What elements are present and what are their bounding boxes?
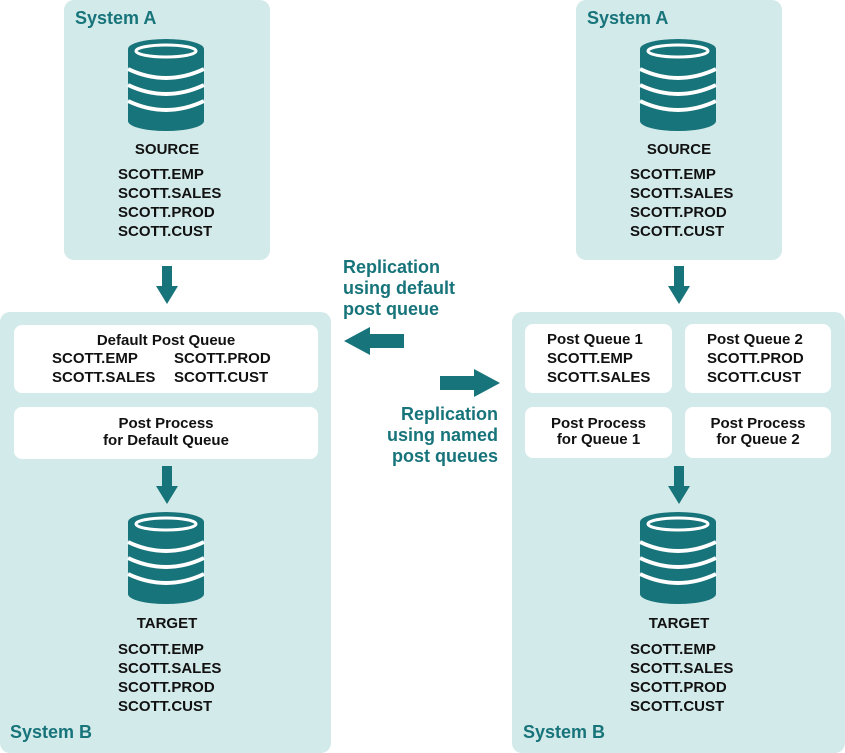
process-line: for Queue 1 bbox=[556, 431, 641, 448]
right-system-b-label: System B bbox=[523, 722, 606, 742]
left-target-label: TARGET bbox=[136, 615, 198, 632]
table-name: SCOTT.CUST bbox=[630, 223, 725, 240]
queue-title: Default Post Queue bbox=[96, 332, 236, 349]
right-target-label: TARGET bbox=[648, 615, 710, 632]
table-name: SCOTT.SALES bbox=[118, 185, 222, 202]
arrow-down-icon bbox=[156, 266, 178, 304]
caption-line: post queues bbox=[391, 446, 498, 466]
queue-table: SCOTT.PROD bbox=[707, 350, 804, 367]
table-name: SCOTT.CUST bbox=[118, 698, 213, 715]
caption-line: Replication bbox=[400, 404, 498, 424]
left-system-b-label: System B bbox=[10, 722, 93, 742]
queue-table: SCOTT.CUST bbox=[174, 369, 269, 386]
default-post-queue-box: Default Post Queue SCOTT.EMP SCOTT.SALES… bbox=[14, 325, 318, 393]
named-queues-caption: Replication using named post queues bbox=[360, 404, 498, 467]
left-target-tables: SCOTT.EMP SCOTT.SALES SCOTT.PROD SCOTT.C… bbox=[118, 640, 221, 716]
arrow-down-icon bbox=[156, 466, 178, 504]
post-process-queue-2-box: Post Process for Queue 2 bbox=[685, 407, 831, 458]
table-name: SCOTT.CUST bbox=[118, 223, 213, 240]
process-line: Post Process bbox=[550, 415, 647, 432]
table-name: SCOTT.PROD bbox=[630, 679, 727, 696]
process-line: Post Process bbox=[118, 415, 214, 432]
queue-table: SCOTT.CUST bbox=[707, 369, 802, 386]
table-name: SCOTT.EMP bbox=[630, 166, 716, 183]
arrow-left-icon bbox=[344, 327, 404, 355]
arrow-right-icon bbox=[440, 369, 500, 397]
table-name: SCOTT.SALES bbox=[630, 660, 734, 677]
table-name: SCOTT.PROD bbox=[630, 204, 727, 221]
right-source-label: SOURCE bbox=[646, 141, 712, 158]
post-process-default-box: Post Process for Default Queue bbox=[14, 407, 318, 459]
queue-table: SCOTT.EMP bbox=[52, 350, 138, 367]
post-process-queue-1-box: Post Process for Queue 1 bbox=[525, 407, 672, 458]
process-line: Post Process bbox=[710, 415, 806, 432]
post-queue-1-box: Post Queue 1 SCOTT.EMP SCOTT.SALES bbox=[525, 324, 672, 393]
caption-line: using named bbox=[386, 425, 498, 445]
table-name: SCOTT.PROD bbox=[118, 679, 215, 696]
database-icon bbox=[639, 512, 717, 604]
queue-table: SCOTT.EMP bbox=[547, 350, 633, 367]
table-name: SCOTT.EMP bbox=[630, 641, 716, 658]
table-name: SCOTT.EMP bbox=[118, 166, 204, 183]
right-target-tables: SCOTT.EMP SCOTT.SALES SCOTT.PROD SCOTT.C… bbox=[630, 640, 733, 716]
caption-line: using default bbox=[343, 278, 455, 298]
arrow-down-icon bbox=[668, 466, 690, 504]
post-queue-2-box: Post Queue 2 SCOTT.PROD SCOTT.CUST bbox=[685, 324, 831, 393]
database-icon bbox=[639, 39, 717, 131]
table-name: SCOTT.PROD bbox=[118, 204, 215, 221]
database-icon bbox=[127, 512, 205, 604]
right-system-a-label: System A bbox=[587, 8, 669, 28]
queue-title: Post Queue 2 bbox=[707, 331, 803, 348]
table-name: SCOTT.SALES bbox=[630, 185, 734, 202]
process-line: for Queue 2 bbox=[716, 431, 800, 448]
queue-table: SCOTT.PROD bbox=[174, 350, 271, 367]
table-name: SCOTT.SALES bbox=[118, 660, 222, 677]
queue-table: SCOTT.SALES bbox=[547, 369, 651, 386]
database-icon bbox=[127, 39, 205, 131]
right-source-tables: SCOTT.EMP SCOTT.SALES SCOTT.PROD SCOTT.C… bbox=[630, 165, 733, 241]
left-system-a-label: System A bbox=[75, 8, 157, 28]
queue-title: Post Queue 1 bbox=[547, 331, 643, 348]
arrow-down-icon bbox=[668, 266, 690, 304]
queue-table: SCOTT.SALES bbox=[52, 369, 156, 386]
table-name: SCOTT.CUST bbox=[630, 698, 725, 715]
left-source-label: SOURCE bbox=[134, 141, 200, 158]
left-source-tables: SCOTT.EMP SCOTT.SALES SCOTT.PROD SCOTT.C… bbox=[118, 165, 221, 241]
table-name: SCOTT.EMP bbox=[118, 641, 204, 658]
caption-line: post queue bbox=[343, 299, 440, 319]
process-line: for Default Queue bbox=[103, 432, 229, 449]
caption-line: Replication bbox=[343, 257, 441, 277]
default-queue-caption: Replication using default post queue bbox=[343, 257, 455, 320]
